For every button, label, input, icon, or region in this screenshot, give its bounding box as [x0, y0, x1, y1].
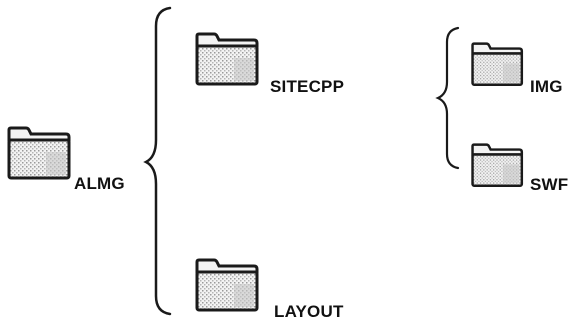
folder-label-layout: LAYOUT: [274, 302, 344, 321]
folder-img[interactable]: [470, 42, 526, 88]
folder-almg[interactable]: [6, 126, 74, 182]
brace-sitecpp: [435, 26, 460, 170]
folder-swf[interactable]: [470, 143, 526, 189]
folder-icon: [195, 32, 259, 86]
folder-icon: [195, 258, 259, 312]
folder-label-swf: SWF: [530, 175, 569, 194]
folder-label-sitecpp: SITECPP: [270, 77, 345, 96]
folder-sitecpp[interactable]: [194, 32, 262, 88]
folder-layout[interactable]: [194, 258, 262, 314]
folder-label-img: IMG: [530, 77, 563, 96]
folder-icon: [471, 42, 524, 86]
folder-icon: [471, 143, 524, 187]
folder-label-almg: ALMG: [74, 174, 125, 193]
folder-icon: [7, 126, 71, 180]
brace-root: [143, 6, 172, 316]
